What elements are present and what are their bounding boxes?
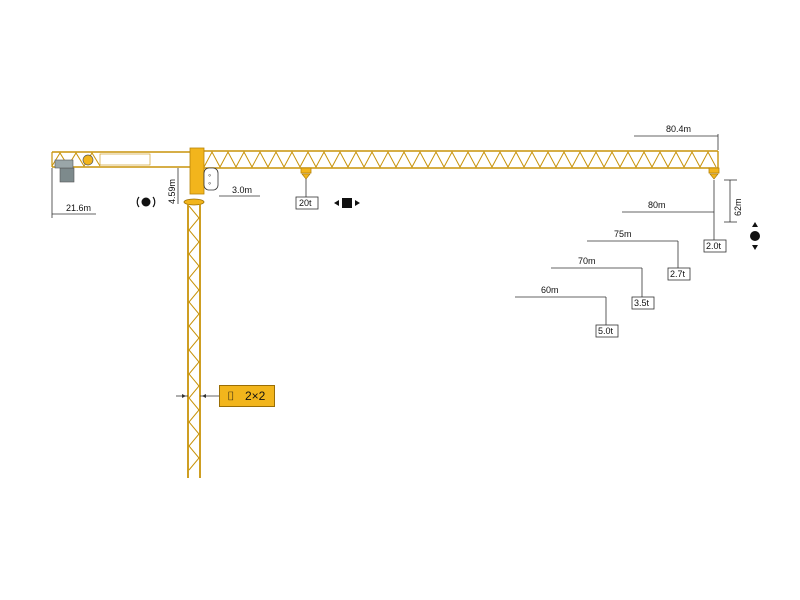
load-curve: 80m 2.0t 75m 2.7t 70m 3.5t 60m 5.0t	[515, 180, 727, 338]
load-value-label: 2.7t	[670, 269, 686, 279]
mast-section-label: 2×2	[245, 389, 266, 403]
main-jib	[190, 150, 719, 169]
mast-bracing	[188, 205, 200, 471]
load-value-label: 3.5t	[634, 298, 650, 308]
lattice-bracing	[203, 150, 717, 169]
hoist-winch	[82, 154, 94, 166]
slewing-unit: ◦ ◦	[183, 147, 219, 206]
ballast-block	[54, 159, 74, 169]
mast	[187, 204, 201, 478]
load-point-70m: 70m 3.5t	[551, 256, 655, 310]
max-jib-label: 80.4m	[666, 124, 691, 134]
load-value-label: 2.0t	[706, 241, 722, 251]
mast-section-pointer	[176, 394, 219, 398]
trolley-load-label: 20t	[299, 198, 312, 208]
trolley-travel-icon	[334, 198, 360, 208]
load-point-75m: 75m 2.7t	[587, 229, 691, 281]
load-radius-label: 80m	[648, 200, 666, 210]
operator-cab	[203, 167, 219, 191]
load-radius-label: 75m	[614, 229, 632, 239]
mast-section-icon: ⌷	[227, 388, 235, 403]
trolley: 20t	[295, 167, 319, 210]
lattice-bracing	[51, 152, 101, 167]
load-value-label: 5.0t	[598, 326, 614, 336]
cab-height-label: 4.59m	[167, 179, 177, 204]
load-radius-label: 60m	[541, 285, 559, 295]
counter-jib-label: 21.6m	[66, 203, 91, 213]
slewing-ring	[183, 198, 205, 206]
hook-height-label: 62m	[733, 198, 743, 216]
tip-hook	[708, 167, 720, 180]
max-jib-dimension: 80.4m	[634, 124, 719, 150]
slewing-icon	[136, 196, 156, 208]
counter-jib	[51, 151, 190, 183]
cab-height-dimension: 4.59m	[167, 168, 179, 204]
load-radius-label: 70m	[578, 256, 596, 266]
svg-text:◦: ◦	[208, 170, 211, 180]
trolley-offset-dimension: 3.0m	[219, 185, 260, 197]
hook-height-dimension: 62m	[724, 179, 743, 223]
load-point-80m: 80m 2.0t	[622, 180, 727, 253]
hoist-icon	[750, 222, 760, 250]
svg-text:◦: ◦	[208, 178, 211, 188]
trolley-offset-label: 3.0m	[232, 185, 252, 195]
mast-section-badge: ⌷ 2×2	[219, 385, 275, 407]
counter-jib-dimension: 21.6m	[51, 168, 96, 218]
counterweight	[59, 167, 75, 183]
load-point-60m: 60m 5.0t	[515, 285, 619, 338]
